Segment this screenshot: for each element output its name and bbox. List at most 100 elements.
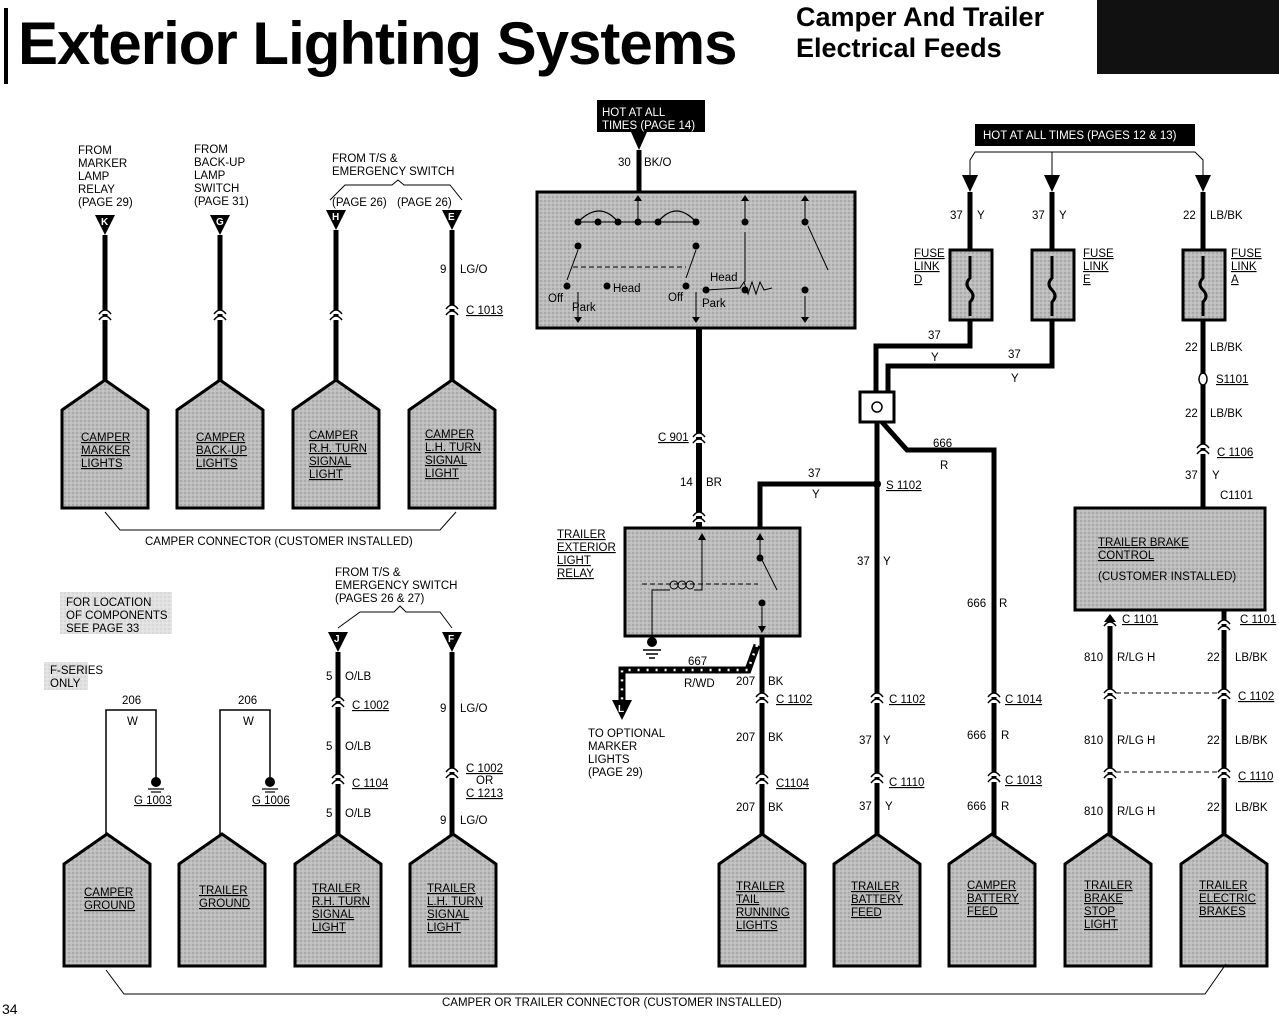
svg-text:BATTERY: BATTERY [967,893,1019,905]
svg-text:LIGHTS: LIGHTS [588,754,630,766]
svg-text:SIGNAL: SIGNAL [427,909,470,921]
svg-text:CAMPER: CAMPER [967,880,1016,892]
svg-text:R/WD: R/WD [684,678,715,690]
svg-text:FOR LOCATION: FOR LOCATION [66,597,151,609]
svg-text:BK: BK [768,676,784,688]
header-rule [4,8,8,84]
svg-text:FROM T/S &: FROM T/S & [332,153,398,165]
svg-text:FUSE: FUSE [1231,248,1262,260]
svg-text:Y: Y [977,210,985,222]
svg-text:206: 206 [122,695,141,707]
svg-text:37: 37 [857,556,870,568]
svg-text:LG/O: LG/O [460,703,488,715]
svg-text:R: R [940,460,948,472]
svg-text:C 1014: C 1014 [1005,694,1043,706]
svg-text:C 1104: C 1104 [352,778,389,790]
svg-text:FEED: FEED [851,907,882,919]
svg-text:C 1002: C 1002 [352,700,389,712]
svg-text:(PAGE 26): (PAGE 26) [332,197,387,209]
svg-text:BACK-UP: BACK-UP [196,445,247,457]
svg-text:(PAGE 26): (PAGE 26) [397,197,452,209]
svg-text:D: D [914,274,922,286]
svg-text:FUSE: FUSE [914,248,945,260]
svg-text:GROUND: GROUND [84,900,135,912]
svg-text:(PAGES 26 & 27): (PAGES 26 & 27) [335,593,424,605]
svg-text:STOP: STOP [1084,906,1115,918]
source-ts-switch-bottom: FROM T/S & EMERGENCY SWITCH (PAGES 26 & … [326,567,503,838]
svg-text:207: 207 [736,802,755,814]
svg-text:MARKER: MARKER [78,158,127,170]
svg-text:S 1102: S 1102 [886,480,922,492]
svg-text:BK/O: BK/O [644,157,672,169]
svg-text:Y: Y [1011,373,1019,385]
svg-text:GROUND: GROUND [199,898,250,910]
svg-text:BR: BR [706,477,722,489]
svg-text:LIGHT: LIGHT [557,555,591,567]
svg-text:H: H [332,212,339,223]
svg-text:37: 37 [1008,349,1021,361]
svg-text:22: 22 [1183,210,1196,222]
header-black-block [1097,0,1279,74]
svg-text:TRAILER: TRAILER [557,529,606,541]
svg-text:R.H. TURN: R.H. TURN [312,896,370,908]
svg-text:MARKER: MARKER [588,741,637,753]
svg-text:FUSE: FUSE [1083,248,1114,260]
camper-circuits-top: K G H E 9 LG/O C 1013 [95,210,503,385]
camper-load-boxes: CAMPER MARKER LIGHTS CAMPER BACK-UP LIGH… [60,378,497,548]
svg-text:9: 9 [440,815,446,827]
svg-text:L.H. TURN: L.H. TURN [425,442,481,454]
svg-text:22: 22 [1185,408,1198,420]
svg-text:LG/O: LG/O [460,815,488,827]
svg-text:22: 22 [1185,342,1198,354]
svg-text:G 1003: G 1003 [134,795,172,807]
source-marker-relay: FROM MARKER LAMP RELAY (PAGE 29) [78,145,133,209]
svg-text:37: 37 [950,210,963,222]
svg-text:(CUSTOMER INSTALLED): (CUSTOMER INSTALLED) [1098,571,1236,583]
svg-text:C 1101: C 1101 [1122,614,1158,626]
svg-text:ELECTRIC: ELECTRIC [1199,893,1256,905]
svg-text:(PAGE 29): (PAGE 29) [588,767,643,779]
svg-text:E: E [448,212,455,223]
svg-text:FEED: FEED [967,906,998,918]
svg-text:667: 667 [688,656,707,668]
svg-text:Off: Off [668,292,684,304]
svg-text:G 1006: G 1006 [252,795,290,807]
svg-text:R: R [1001,801,1009,813]
svg-text:TRAILER: TRAILER [312,883,361,895]
svg-text:CAMPER: CAMPER [81,432,130,444]
trailer-brake-control: TRAILER BRAKE CONTROL (CUSTOMER INSTALLE… [1073,506,1276,838]
svg-text:ONLY: ONLY [50,678,81,690]
svg-text:LIGHT: LIGHT [1084,919,1118,931]
svg-text:G: G [216,217,224,228]
svg-text:30: 30 [618,157,631,169]
svg-text:22: 22 [1207,735,1220,747]
svg-text:Head: Head [710,272,738,284]
svg-text:C 1110: C 1110 [889,777,924,789]
svg-text:TRAILER: TRAILER [199,885,248,897]
page-subtitle-line2: Electrical Feeds [796,33,1002,63]
svg-text:LB/BK: LB/BK [1235,652,1268,664]
svg-text:BATTERY: BATTERY [851,894,903,906]
svg-text:R.H. TURN: R.H. TURN [309,443,367,455]
svg-text:L: L [618,704,624,715]
svg-text:5: 5 [326,671,332,683]
svg-text:37: 37 [859,801,872,813]
svg-text:J: J [334,634,340,645]
svg-text:TIMES (PAGE 14): TIMES (PAGE 14) [602,120,695,132]
svg-text:666: 666 [967,730,986,742]
svg-text:SWITCH: SWITCH [194,183,239,195]
trailer-connector-label: CAMPER OR TRAILER CONNECTOR (CUSTOMER IN… [442,997,782,1009]
svg-text:SIGNAL: SIGNAL [309,456,352,468]
svg-text:W: W [243,716,254,728]
svg-text:CAMPER: CAMPER [196,432,245,444]
svg-text:Off: Off [548,293,564,305]
svg-text:Y: Y [883,556,891,568]
svg-text:LIGHT: LIGHT [425,468,459,480]
svg-text:LAMP: LAMP [194,170,226,182]
svg-text:207: 207 [736,732,755,744]
svg-text:14: 14 [680,477,693,489]
svg-text:810: 810 [1084,652,1103,664]
svg-text:LIGHT: LIGHT [309,469,343,481]
svg-text:O/LB: O/LB [345,808,372,820]
